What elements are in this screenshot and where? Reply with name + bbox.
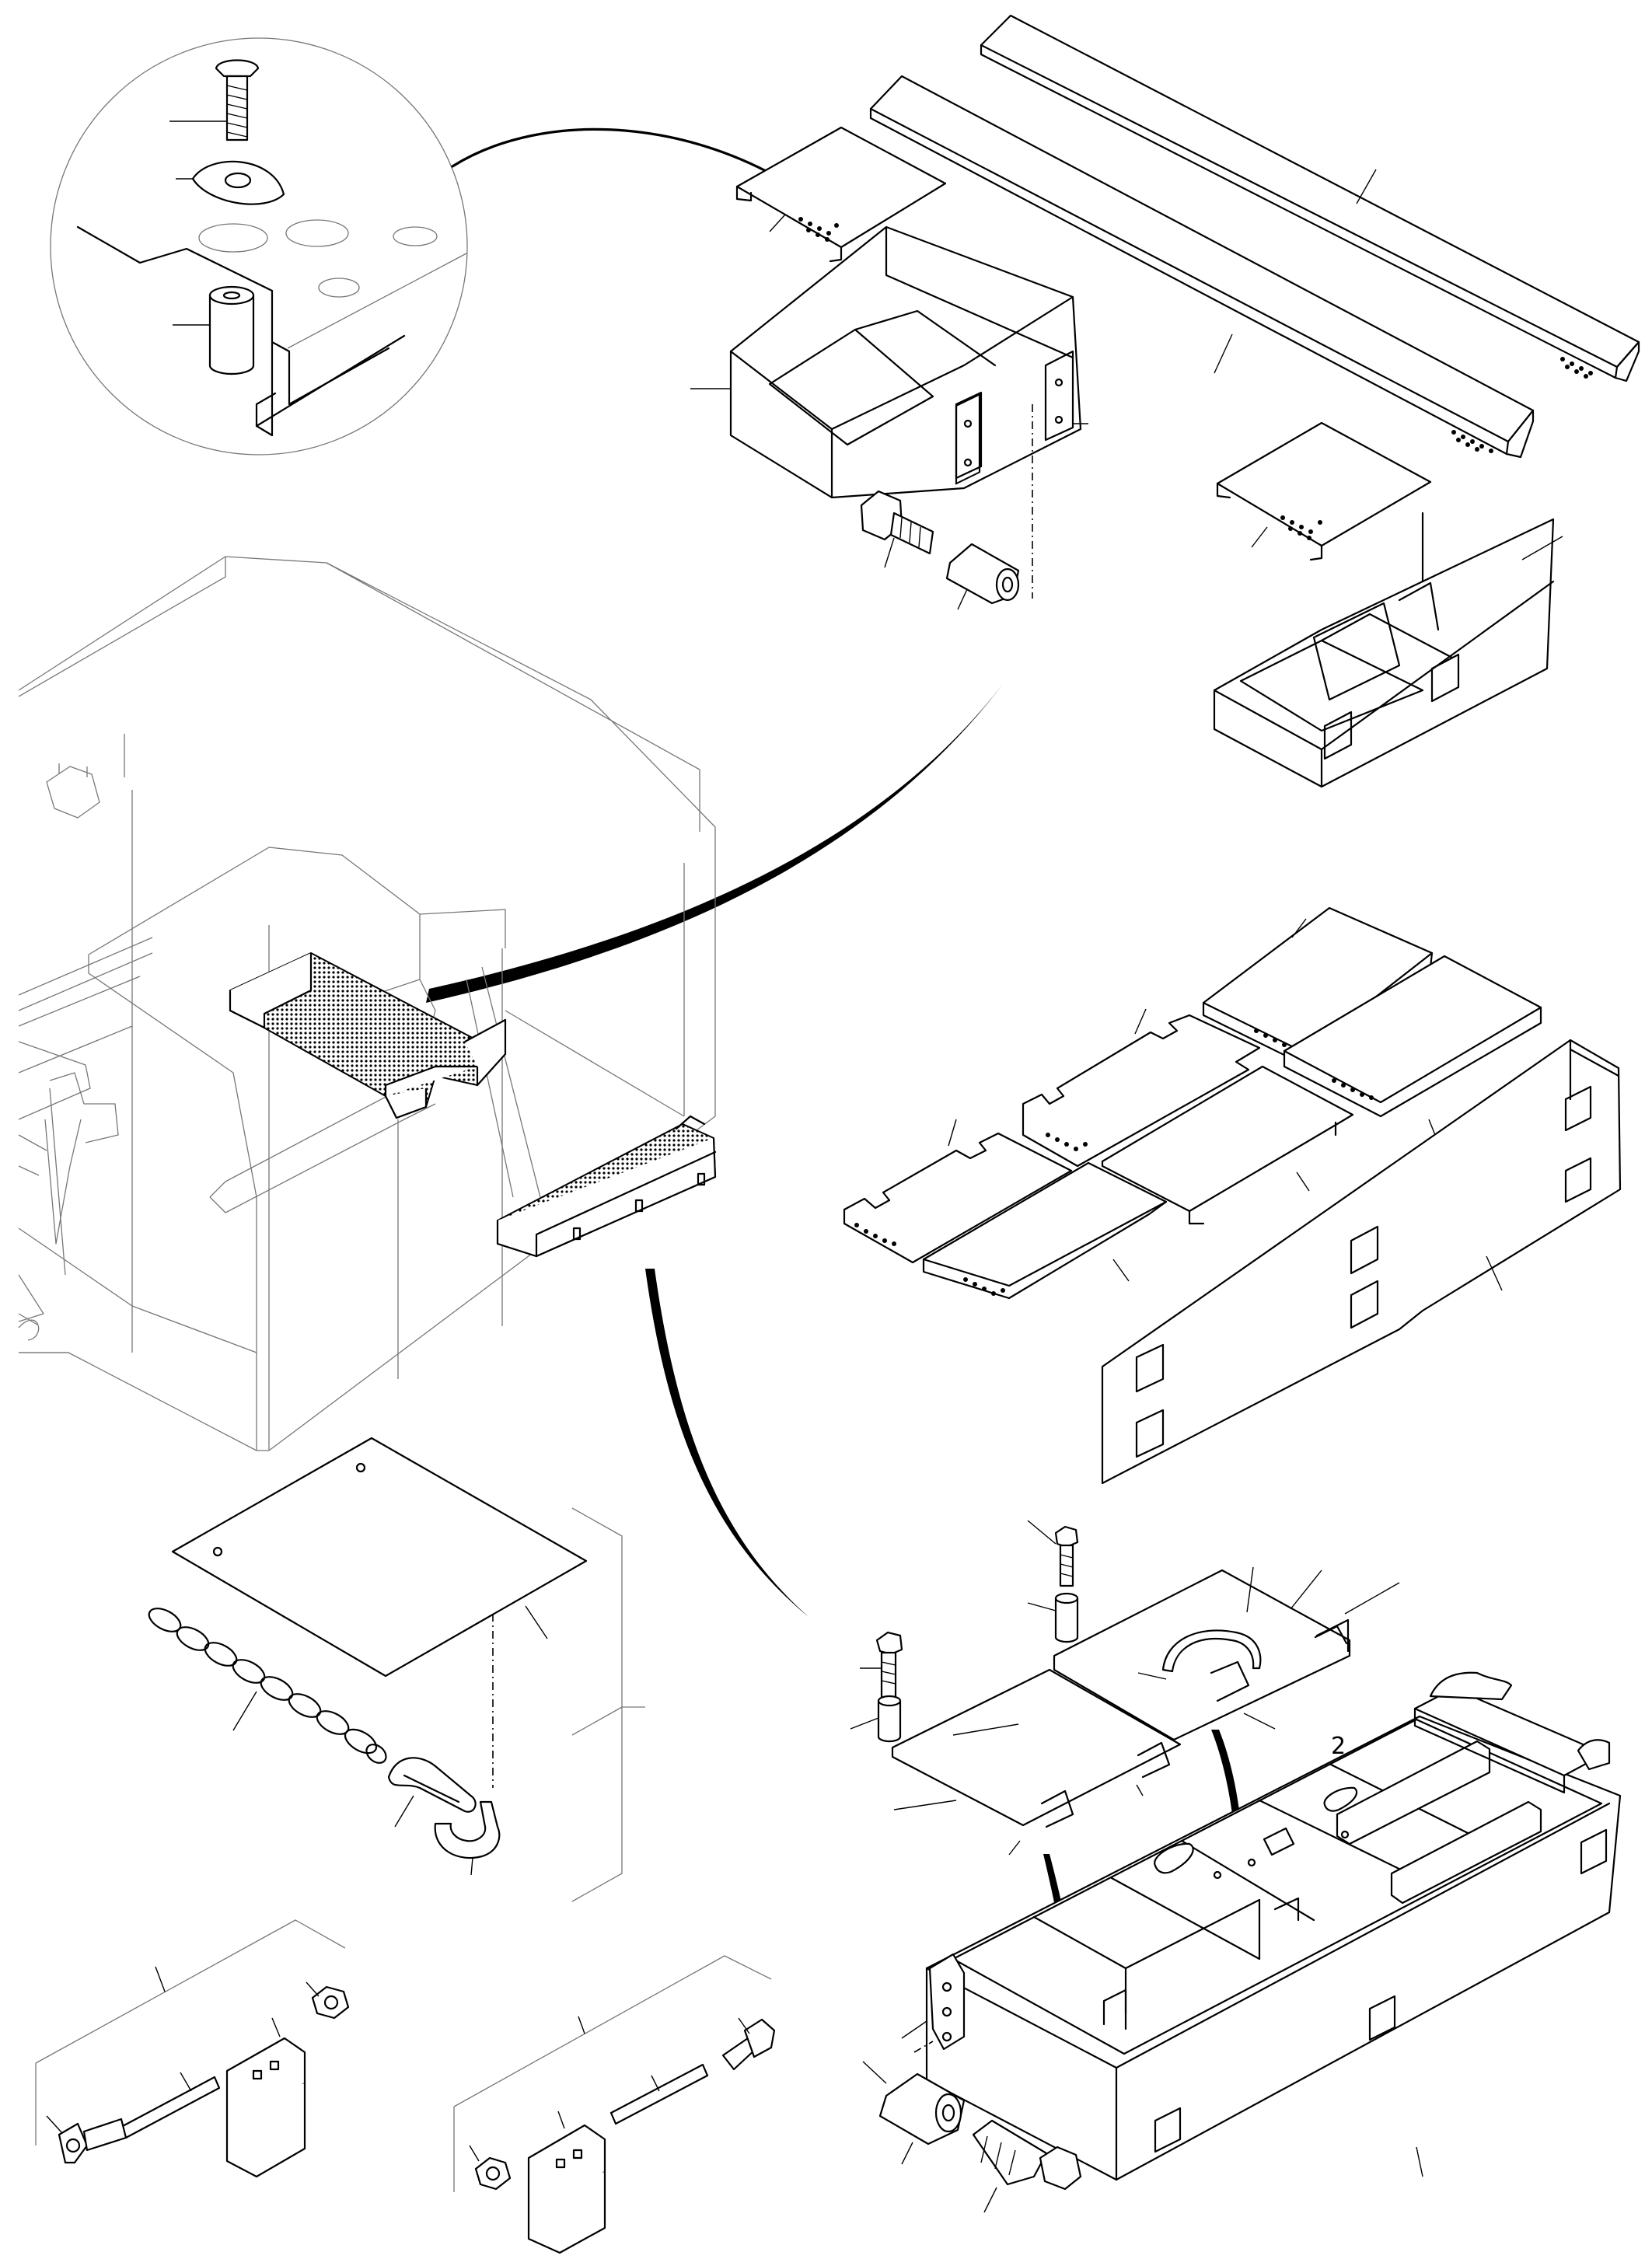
- spacers-upper-icon: [850, 1592, 1079, 1743]
- long-channel-lower: [869, 75, 1535, 459]
- chain-icon: [148, 1608, 387, 1764]
- top-cover-plates: [891, 1566, 1400, 1856]
- spacer-tube-icon: [208, 285, 255, 375]
- frame-callout: 2: [1331, 1733, 1346, 1760]
- main-frame: [901, 1671, 1622, 2181]
- sleeve-top-icon: [945, 543, 1020, 610]
- small-channel-top: [735, 126, 947, 263]
- small-channel-right: [1216, 421, 1432, 561]
- hex-bolt-bottom-icon: [972, 2119, 1082, 2213]
- oval-washer-icon: [191, 160, 285, 205]
- arrow-lower: [645, 1269, 809, 1617]
- machine-tray-lower: [496, 1115, 717, 1258]
- hex-bolts-upper-icon: [860, 1520, 1079, 1699]
- long-channel-upper: [980, 14, 1640, 382]
- sleeve-bottom-icon: [862, 2041, 966, 2165]
- snap-hook-icon: [387, 1757, 501, 1876]
- hex-bolt-top-icon: [860, 490, 934, 568]
- floor-plates-group: [843, 906, 1622, 1485]
- arrow-top-mid: [426, 684, 1003, 1003]
- countersunk-bolt-icon: [215, 59, 260, 141]
- cover-plate: [171, 1437, 588, 1788]
- box-frame-right: [1213, 512, 1563, 788]
- cable-assembly-left: [35, 1919, 350, 2178]
- cable-assembly-right: [453, 1955, 776, 2254]
- box-frame-top: [690, 225, 1088, 599]
- machine-tray-upper: [229, 951, 507, 1119]
- detail-circle: [50, 37, 468, 456]
